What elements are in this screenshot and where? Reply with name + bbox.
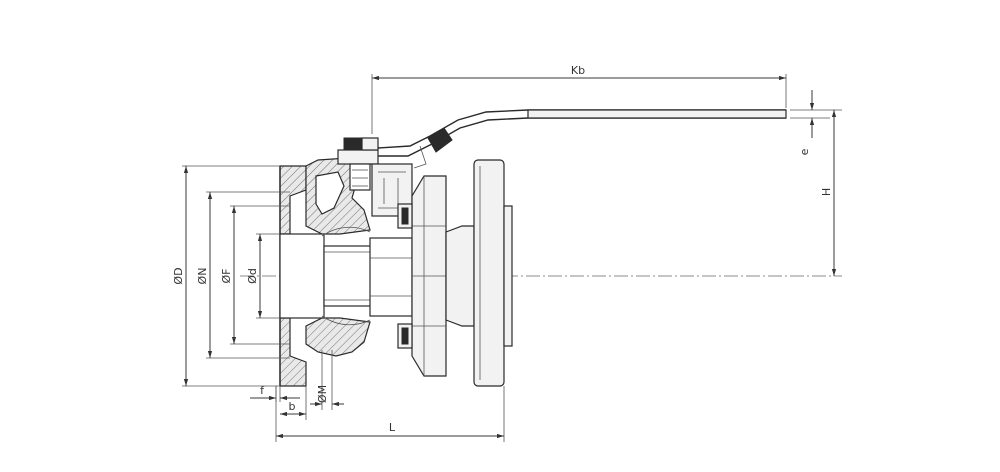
lever-handle[interactable] (377, 109, 787, 169)
right-body (369, 175, 475, 377)
valve-body (305, 157, 373, 357)
dim-kb: Kb (371, 64, 787, 134)
dim-b: b (280, 386, 307, 420)
dim-odd: Ød (246, 233, 280, 319)
label-od: ØD (172, 267, 185, 284)
label-on: ØN (196, 268, 209, 285)
label-l: L (389, 421, 396, 434)
label-e: e (798, 148, 811, 155)
label-odd: Ød (246, 268, 259, 284)
label-h: H (820, 188, 833, 196)
dim-od: ØD (172, 165, 280, 387)
label-kb: Kb (571, 64, 585, 77)
label-b: b (289, 400, 296, 413)
dim-om: ØM (310, 350, 344, 410)
label-om: ØM (316, 385, 329, 403)
stem-assembly (337, 137, 413, 217)
dim-h: H (820, 110, 837, 276)
label-of: ØF (220, 269, 233, 284)
dim-of: ØF (220, 205, 290, 345)
dim-on: ØN (196, 191, 290, 359)
dim-f: f (250, 384, 300, 402)
left-flange (279, 165, 325, 387)
right-flange (473, 159, 513, 387)
label-f: f (260, 384, 265, 397)
dim-l: L (275, 386, 505, 442)
